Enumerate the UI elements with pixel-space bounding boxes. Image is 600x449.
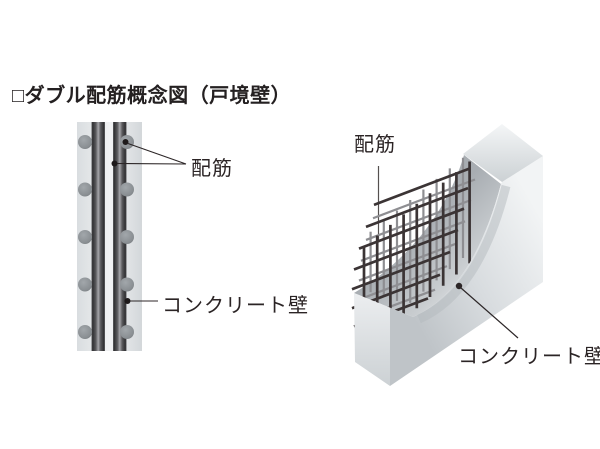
pointer-line bbox=[127, 142, 187, 165]
rebar-line bbox=[365, 198, 472, 241]
rebar-line bbox=[365, 186, 469, 229]
horizontal-rebar-dot bbox=[120, 230, 134, 244]
label-rebar-left: 配筋 bbox=[191, 158, 233, 180]
figure-title: □ダブル配筋概念図（戸境壁） bbox=[12, 85, 292, 107]
label-concrete-wall-right: コンクリート壁 bbox=[458, 346, 600, 368]
concrete-marker-dot bbox=[455, 282, 463, 290]
horizontal-rebar-dot bbox=[120, 277, 134, 292]
pointer-line bbox=[117, 162, 187, 165]
rebar-line bbox=[353, 228, 459, 271]
left-wall-section bbox=[77, 122, 187, 351]
rebar-marker-dot bbox=[111, 160, 118, 167]
wall-top-face bbox=[463, 124, 543, 182]
horizontal-rebar-dot bbox=[78, 230, 92, 244]
rebar-line bbox=[372, 178, 476, 220]
wall-front-face bbox=[390, 156, 543, 386]
wall-end-face bbox=[354, 293, 390, 386]
concrete-marker-dot bbox=[124, 298, 131, 304]
horizontal-rebar-dot bbox=[78, 135, 92, 149]
vertical-rebar-left bbox=[91, 122, 105, 351]
horizontal-rebar-dot bbox=[78, 182, 92, 197]
horizontal-rebar-dot bbox=[78, 325, 92, 339]
horizontal-rebar-dot bbox=[120, 325, 134, 339]
pointer-line bbox=[460, 287, 519, 339]
curve-shading bbox=[417, 184, 511, 324]
rebar-line bbox=[373, 167, 471, 207]
label-concrete-wall-left: コンクリート壁 bbox=[162, 295, 309, 317]
horizontal-rebar-dot bbox=[78, 277, 92, 292]
label-rebar-right: 配筋 bbox=[354, 134, 396, 156]
horizontal-rebar-dot bbox=[120, 182, 134, 197]
vertical-rebar-right bbox=[113, 122, 127, 351]
rebar-line bbox=[351, 250, 451, 291]
rebar-line bbox=[358, 207, 465, 250]
right-wall-3d bbox=[351, 124, 543, 386]
rebar-line bbox=[358, 242, 458, 282]
horizontal-rebar-sections bbox=[78, 135, 134, 339]
rebar-marker-dot bbox=[122, 139, 129, 145]
